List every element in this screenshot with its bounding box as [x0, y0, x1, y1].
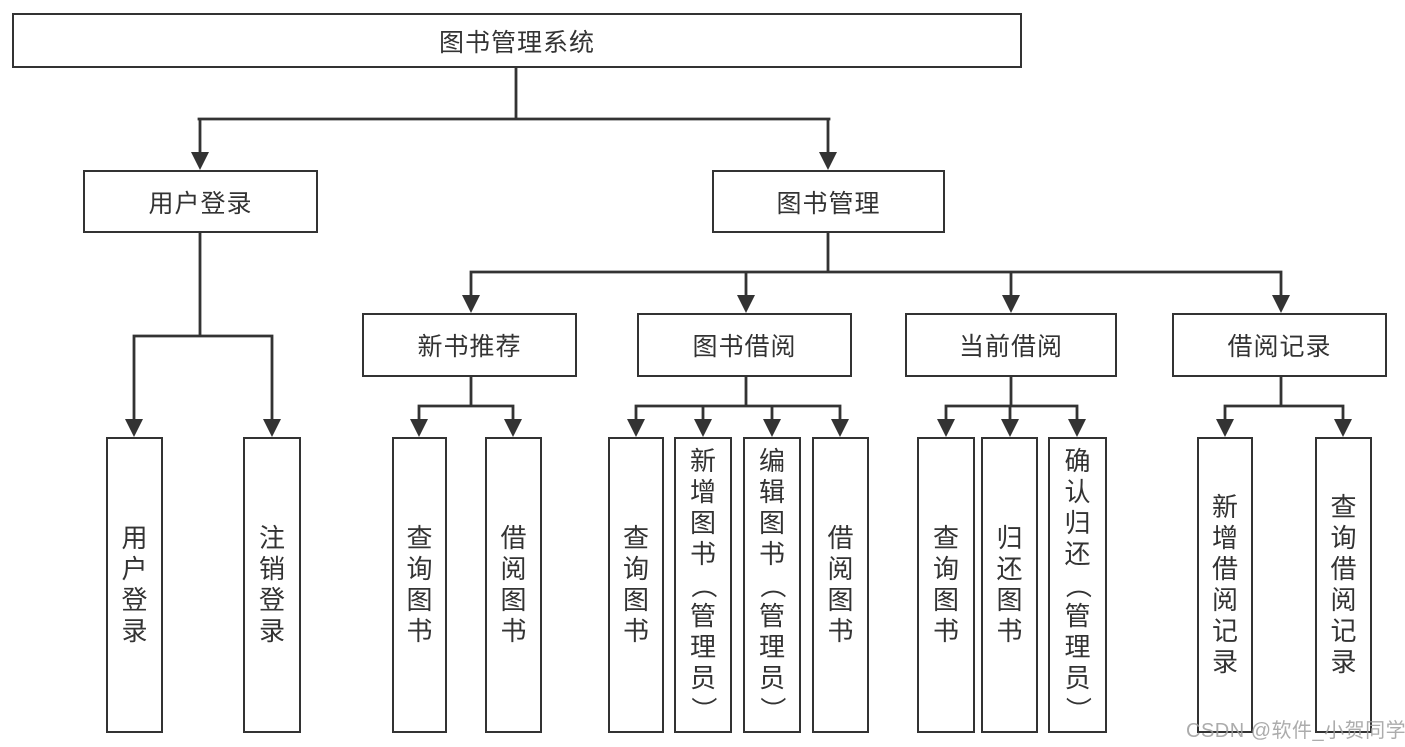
- leaf-records-query-record: 查询借阅记录: [1315, 437, 1372, 733]
- node-user-login: 用户登录: [83, 170, 318, 233]
- leaf-recommend-query-books: 查询图书: [392, 437, 447, 733]
- leaf-borrow-edit-book-admin: 编辑图书（管理员）: [743, 437, 801, 733]
- node-new-book-recommend: 新书推荐: [362, 313, 577, 377]
- leaf-logout: 注销登录: [243, 437, 301, 733]
- watermark: CSDN @软件_小贺同学: [1186, 720, 1405, 742]
- node-library-management-system: 图书管理系统: [12, 13, 1022, 68]
- leaf-recommend-borrow-books: 借阅图书: [485, 437, 542, 733]
- leaf-user-login: 用户登录: [106, 437, 163, 733]
- leaf-borrow-add-book-admin: 新增图书（管理员）: [674, 437, 732, 733]
- node-borrow-records: 借阅记录: [1172, 313, 1387, 377]
- leaf-borrow-borrow-books: 借阅图书: [812, 437, 869, 733]
- node-current-borrow: 当前借阅: [905, 313, 1117, 377]
- leaf-current-return-books: 归还图书: [981, 437, 1038, 733]
- leaf-borrow-query-books: 查询图书: [608, 437, 664, 733]
- leaf-current-query-books: 查询图书: [917, 437, 975, 733]
- node-book-management: 图书管理: [712, 170, 945, 233]
- leaf-records-add-record: 新增借阅记录: [1197, 437, 1253, 733]
- node-book-borrow: 图书借阅: [637, 313, 852, 377]
- leaf-current-confirm-return-admin: 确认归还（管理员）: [1048, 437, 1107, 733]
- connector-stems: [132, 66, 1345, 425]
